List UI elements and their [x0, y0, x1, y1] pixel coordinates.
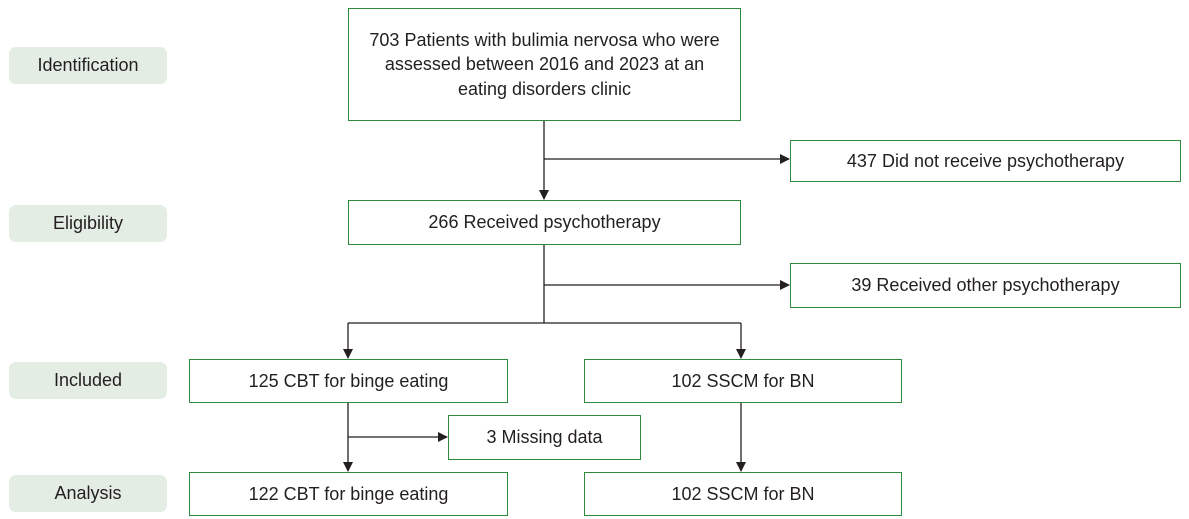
stage-label-analysis: Analysis: [9, 475, 167, 512]
sscm-included-box: 102 SSCM for BN: [584, 359, 902, 403]
cbt-included-box: 125 CBT for binge eating: [189, 359, 508, 403]
no-psychotherapy-box: 437 Did not receive psychotherapy: [790, 140, 1181, 182]
stage-label-included: Included: [9, 362, 167, 399]
stage-label-eligibility: Eligibility: [9, 205, 167, 242]
received-psychotherapy-box: 266 Received psychotherapy: [348, 200, 741, 245]
sscm-analysis-box: 102 SSCM for BN: [584, 472, 902, 516]
other-psychotherapy-box: 39 Received other psychotherapy: [790, 263, 1181, 308]
missing-data-box: 3 Missing data: [448, 415, 641, 460]
stage-label-identification: Identification: [9, 47, 167, 84]
cbt-analysis-box: 122 CBT for binge eating: [189, 472, 508, 516]
identified-patients-box: 703 Patients with bulimia nervosa who we…: [348, 8, 741, 121]
